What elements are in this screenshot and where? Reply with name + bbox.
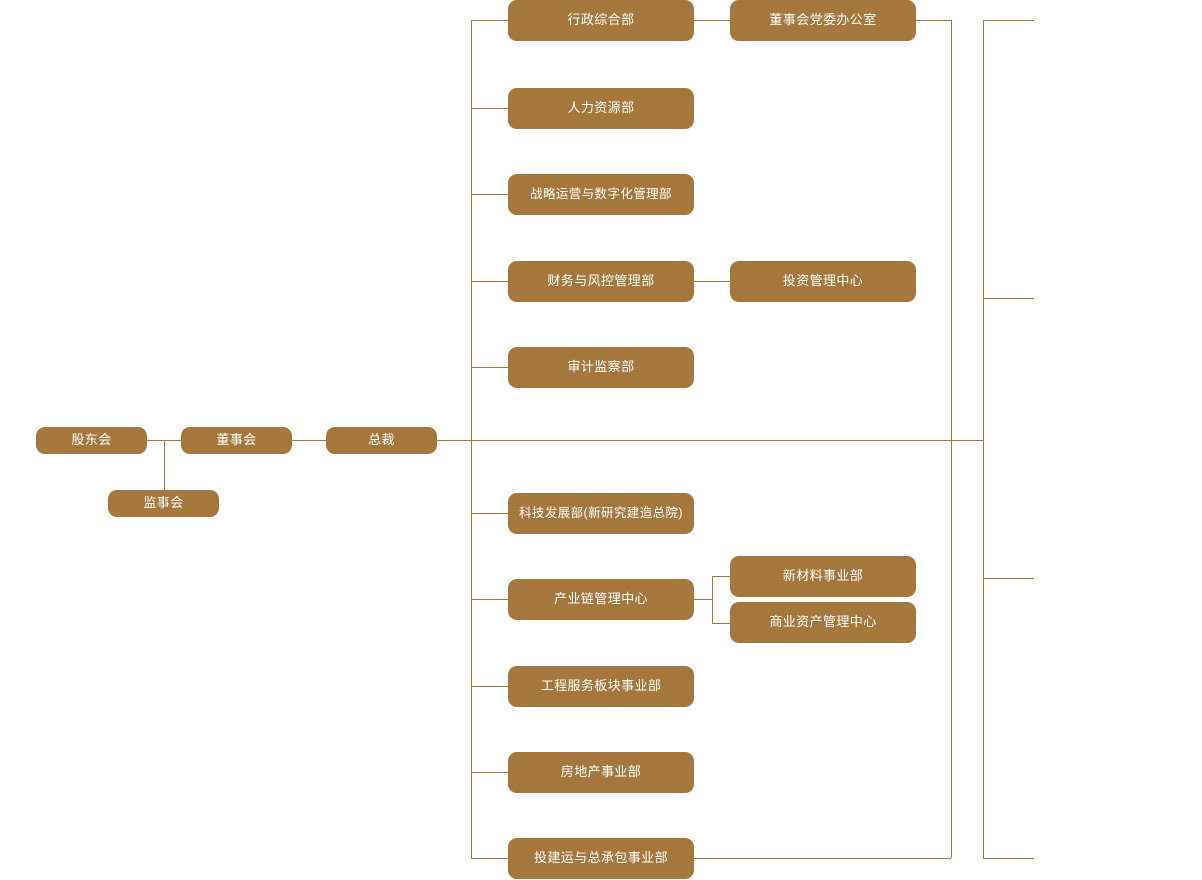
node-label: 房地产事业部 — [560, 764, 642, 780]
node-label: 人力资源部 — [567, 100, 635, 116]
connector-spine-to-audit-supervision — [471, 367, 508, 368]
connector-spine-to-strategy-digital — [471, 194, 508, 195]
node-new-materials-division[interactable]: 新材料事业部 — [730, 556, 916, 597]
node-real-estate-dept[interactable]: 房地产事业部 — [508, 752, 694, 793]
node-label: 总裁 — [368, 432, 395, 448]
connector-spine-to-finance-risk — [471, 281, 508, 282]
connector-spine-to-industry-chain — [471, 599, 508, 600]
node-label: 商业资产管理中心 — [769, 614, 877, 630]
connector-spine-to-engineering-services — [471, 686, 508, 687]
node-shareholders-meeting[interactable]: 股东会 — [36, 427, 147, 454]
connector-spine-to-human-resources — [471, 108, 508, 109]
connector-spine-to-administration — [471, 20, 508, 21]
node-board-of-directors[interactable]: 董事会 — [181, 427, 292, 454]
connector-spine-to-real-estate — [471, 772, 508, 773]
node-label: 战略运营与数字化管理部 — [530, 187, 672, 202]
node-label: 财务与风控管理部 — [547, 273, 655, 289]
connector-spine-to-technology-development — [471, 513, 508, 514]
connector-fork-to-commercial-asset — [712, 623, 730, 624]
node-audit-supervision-dept[interactable]: 审计监察部 — [508, 347, 694, 388]
node-industry-chain-center[interactable]: 产业链管理中心 — [508, 579, 694, 620]
bracket-inner-bottom-arm — [694, 858, 951, 859]
node-investment-management-center[interactable]: 投资管理中心 — [730, 261, 916, 302]
node-label: 股东会 — [71, 432, 112, 448]
bracket-outer-vertical — [983, 20, 984, 858]
node-president[interactable]: 总裁 — [326, 427, 437, 454]
spine-departments — [471, 20, 472, 858]
node-label: 投建运与总承包事业部 — [533, 850, 668, 866]
node-label: 监事会 — [143, 495, 183, 511]
connector-spine-to-invest-build-operate — [471, 858, 508, 859]
bracket-outer-lower-stub — [983, 578, 1034, 579]
connector-board-to-president — [292, 440, 326, 441]
node-label: 行政综合部 — [567, 12, 635, 28]
connector-finance-to-investment-center — [694, 281, 730, 282]
node-finance-risk-dept[interactable]: 财务与风控管理部 — [508, 261, 694, 302]
node-label: 科技发展部(新研究建造总院) — [519, 506, 683, 521]
node-label: 董事会党委办公室 — [769, 12, 877, 28]
node-label: 工程服务板块事业部 — [540, 678, 662, 694]
node-label: 投资管理中心 — [782, 273, 864, 289]
connector-industry-chain-fork — [712, 576, 713, 623]
node-label: 产业链管理中心 — [554, 591, 648, 607]
connector-supervisory-drop — [164, 440, 165, 504]
connector-fork-to-new-materials — [712, 576, 730, 577]
node-commercial-asset-center[interactable]: 商业资产管理中心 — [730, 602, 916, 643]
node-board-party-office[interactable]: 董事会党委办公室 — [730, 0, 916, 41]
node-invest-build-operate-dept[interactable]: 投建运与总承包事业部 — [508, 838, 694, 879]
bracket-outer-bottom-arm — [983, 858, 1034, 859]
connector-industry-chain-stub — [694, 599, 712, 600]
bracket-outer-top-arm — [983, 20, 1034, 21]
node-human-resources-dept[interactable]: 人力资源部 — [508, 88, 694, 129]
bracket-inner-vertical — [951, 20, 952, 858]
connector-president-to-spine — [437, 440, 983, 441]
node-label: 董事会 — [216, 432, 257, 448]
node-label: 审计监察部 — [567, 359, 635, 375]
bracket-outer-upper-stub — [983, 298, 1034, 299]
connector-administration-to-party-office — [694, 20, 730, 21]
node-technology-development-dept[interactable]: 科技发展部(新研究建造总院) — [508, 493, 694, 534]
node-engineering-services-dept[interactable]: 工程服务板块事业部 — [508, 666, 694, 707]
node-administration-dept[interactable]: 行政综合部 — [508, 0, 694, 41]
node-supervisory-board[interactable]: 监事会 — [108, 490, 219, 517]
node-label: 新材料事业部 — [782, 568, 864, 584]
bracket-inner-top-arm — [916, 20, 951, 21]
node-strategy-digital-dept[interactable]: 战略运营与数字化管理部 — [508, 174, 694, 215]
